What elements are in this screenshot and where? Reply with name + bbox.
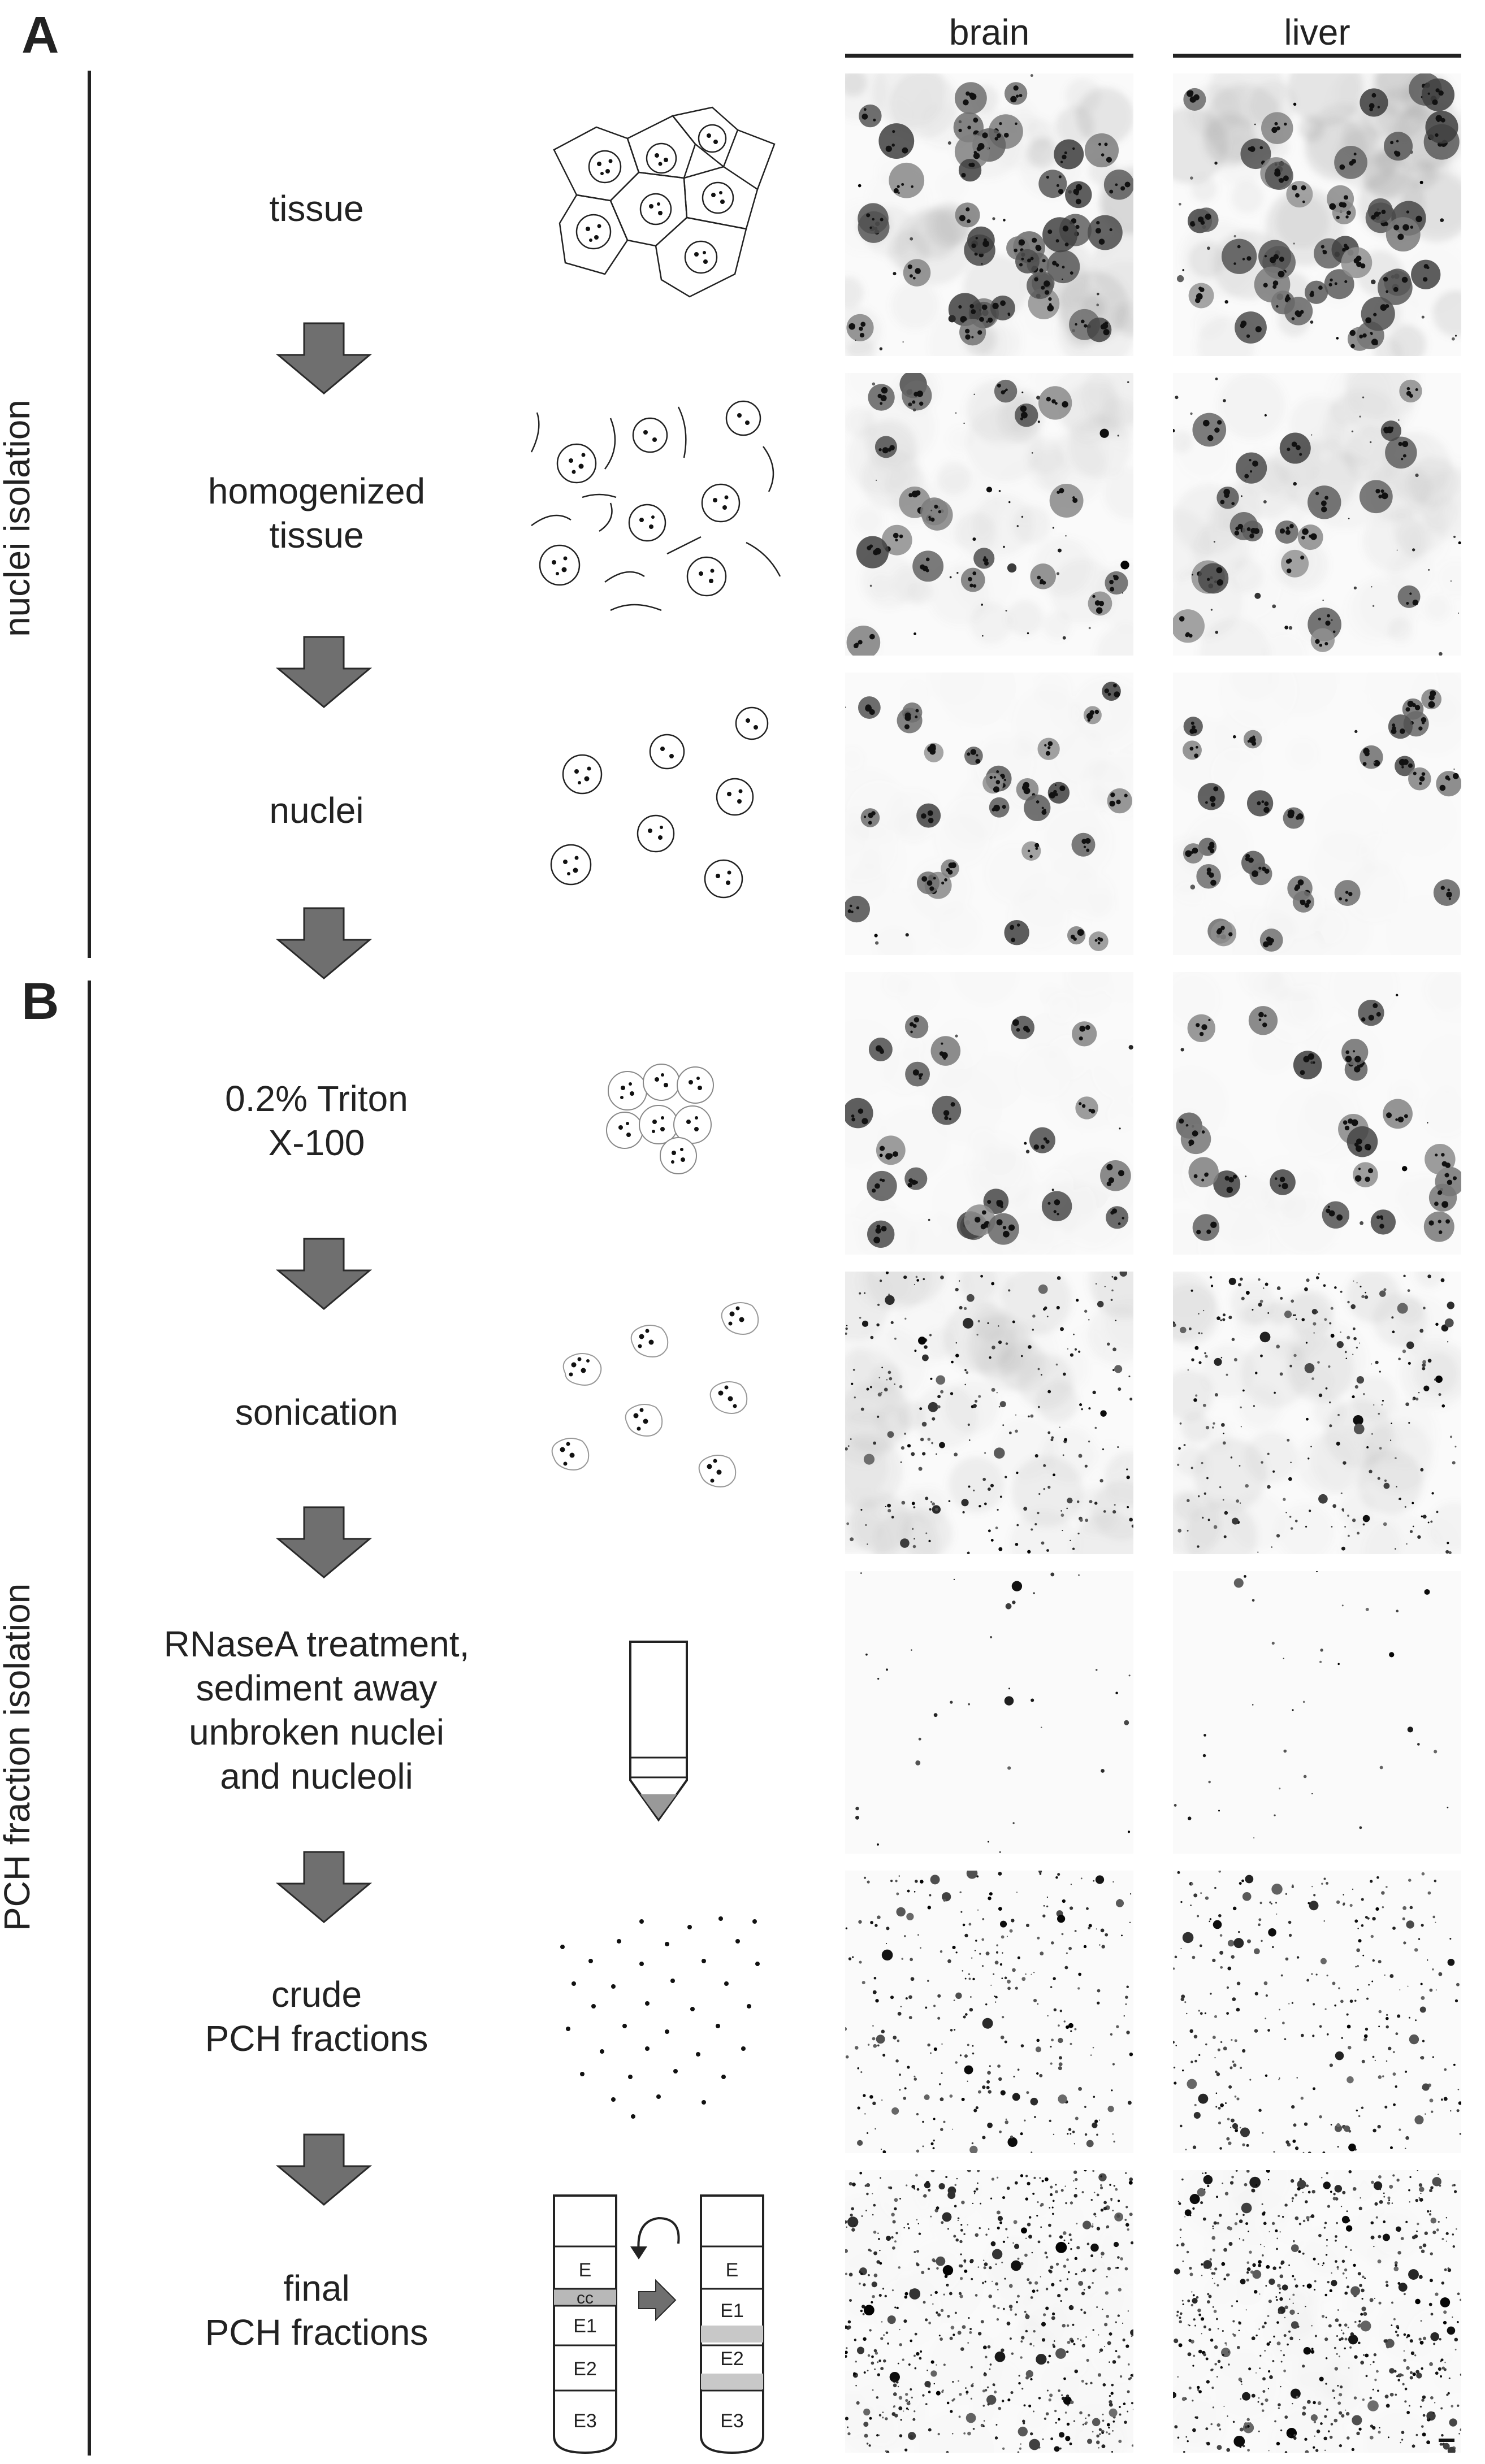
step-text-line: and nucleoli bbox=[220, 1756, 413, 1797]
down-arrow-icon bbox=[276, 907, 372, 979]
tube-right-layer-label: E2 bbox=[720, 2348, 744, 2370]
scale-bar bbox=[1439, 2439, 1454, 2442]
step-text-line: final bbox=[283, 2268, 350, 2309]
down-arrow-icon bbox=[276, 636, 372, 708]
step-text-line: crude bbox=[271, 1974, 362, 2015]
micrograph-brain-nuclei bbox=[845, 673, 1133, 955]
step-text-line: sonication bbox=[235, 1392, 399, 1433]
micrograph-liver-crude-pch bbox=[1173, 1871, 1461, 2153]
micrograph-texture bbox=[1182, 689, 1461, 952]
tube-left-layer-label: E bbox=[579, 2259, 592, 2281]
micrograph-texture bbox=[845, 373, 1133, 656]
sonicated-chromatin-illustration bbox=[551, 1302, 759, 1487]
step-text-line: tissue bbox=[269, 515, 364, 556]
tissue-cells-illustration bbox=[553, 106, 776, 298]
isolated-nuclei-illustration bbox=[550, 706, 769, 899]
tube-left-layer-label: E3 bbox=[573, 2410, 597, 2432]
micrograph-texture bbox=[845, 1871, 1133, 2153]
micrograph-liver-rnase bbox=[1173, 1571, 1461, 1854]
micrograph-brain-tissue bbox=[845, 73, 1133, 356]
down-arrow-icon bbox=[276, 1506, 372, 1578]
step-text-line: PCH fractions bbox=[205, 2018, 428, 2059]
micrograph-brain-final-pch bbox=[845, 2170, 1133, 2453]
micrograph-texture bbox=[845, 1015, 1133, 1248]
micrograph-texture bbox=[845, 2170, 1133, 2453]
down-arrow-icon bbox=[276, 322, 372, 394]
column-rule-brain bbox=[845, 54, 1133, 58]
micrograph-texture bbox=[1176, 994, 1461, 1242]
micrograph-texture bbox=[845, 682, 1132, 951]
micrograph-liver-final-pch bbox=[1173, 2170, 1461, 2453]
tube-left-layer-label: cc bbox=[577, 2289, 594, 2307]
density-gradient-tubes-illustration: E cc E1 E2 E3 E E1 E2 E3 bbox=[553, 2194, 764, 2454]
down-arrow-icon bbox=[276, 2133, 372, 2206]
step-label-homogenized-tissue: homogenized tissue bbox=[130, 469, 503, 557]
tube-right-layer-label: E1 bbox=[720, 2300, 744, 2322]
micrograph-liver-sonication bbox=[1173, 1272, 1461, 1554]
micrograph-texture bbox=[1173, 1272, 1461, 1554]
homogenized-tissue-illustration bbox=[530, 400, 781, 611]
micrograph-texture bbox=[1173, 1871, 1461, 2153]
micrograph-liver-homogenized bbox=[1173, 373, 1461, 656]
section-line-pch-isolation bbox=[88, 981, 91, 2456]
micrograph-brain-crude-pch bbox=[845, 1871, 1133, 2153]
step-text-line: nuclei bbox=[269, 790, 364, 831]
micrograph-texture bbox=[845, 1272, 1133, 1554]
step-label-crude-pch: crude PCH fractions bbox=[130, 1972, 503, 2060]
tube-right-layer-label: E3 bbox=[720, 2410, 744, 2432]
micrograph-texture bbox=[1173, 2170, 1461, 2453]
step-text-line: 0.2% Triton bbox=[225, 1078, 408, 1119]
tube-right-layer-label: E bbox=[726, 2259, 739, 2281]
centrifuge-tube-illustration bbox=[629, 1641, 688, 1822]
micrograph-liver-nuclei bbox=[1173, 673, 1461, 955]
column-header-brain: brain bbox=[949, 12, 1030, 53]
step-label-triton: 0.2% Triton X-100 bbox=[130, 1077, 503, 1165]
step-text-line: homogenized bbox=[207, 471, 426, 511]
down-arrow-icon bbox=[276, 1238, 372, 1310]
step-text-line: PCH fractions bbox=[205, 2312, 428, 2353]
step-label-sonication: sonication bbox=[130, 1390, 503, 1434]
section-line-nuclei-isolation bbox=[88, 71, 91, 958]
micrograph-texture bbox=[1174, 1571, 1449, 1839]
micrograph-brain-sonication bbox=[845, 1272, 1133, 1554]
column-header-liver: liver bbox=[1284, 12, 1350, 53]
micrograph-liver-tissue bbox=[1173, 73, 1461, 356]
column-rule-liver bbox=[1173, 54, 1461, 58]
permeabilized-nuclei-illustration bbox=[606, 1064, 714, 1174]
step-text-line: unbroken nuclei bbox=[189, 1712, 444, 1752]
step-label-final-pch: final PCH fractions bbox=[130, 2266, 503, 2354]
micrograph-brain-triton bbox=[845, 972, 1133, 1255]
tube-left-layer-label: E2 bbox=[573, 2358, 597, 2380]
micrograph-liver-triton bbox=[1173, 972, 1461, 1255]
micrograph-brain-rnase bbox=[845, 1571, 1133, 1854]
micrograph-texture bbox=[1173, 373, 1461, 656]
step-text-line: tissue bbox=[269, 188, 364, 229]
step-text-line: X-100 bbox=[268, 1122, 365, 1163]
step-text-line: sediment away bbox=[196, 1668, 438, 1708]
section-label-pch-isolation: PCH fraction isolation bbox=[0, 1583, 37, 1931]
panel-label-b: B bbox=[21, 973, 59, 1030]
panel-label-a: A bbox=[21, 6, 59, 64]
tube-left-layer-label: E1 bbox=[573, 2315, 597, 2337]
micrograph-brain-homogenized bbox=[845, 373, 1133, 656]
section-label-nuclei-isolation: nuclei isolation bbox=[0, 400, 37, 637]
micrograph-texture bbox=[845, 73, 1133, 356]
step-label-nuclei: nuclei bbox=[130, 788, 503, 832]
step-label-tissue: tissue bbox=[130, 186, 503, 231]
down-arrow-icon bbox=[276, 1851, 372, 1923]
step-text-line: RNaseA treatment, bbox=[163, 1624, 470, 1664]
crude-pch-dots-illustration bbox=[560, 1916, 760, 2119]
step-label-rnase-treatment: RNaseA treatment, sediment away unbroken… bbox=[130, 1622, 503, 1798]
micrograph-texture bbox=[1173, 73, 1461, 356]
micrograph-texture bbox=[855, 1572, 1131, 1854]
